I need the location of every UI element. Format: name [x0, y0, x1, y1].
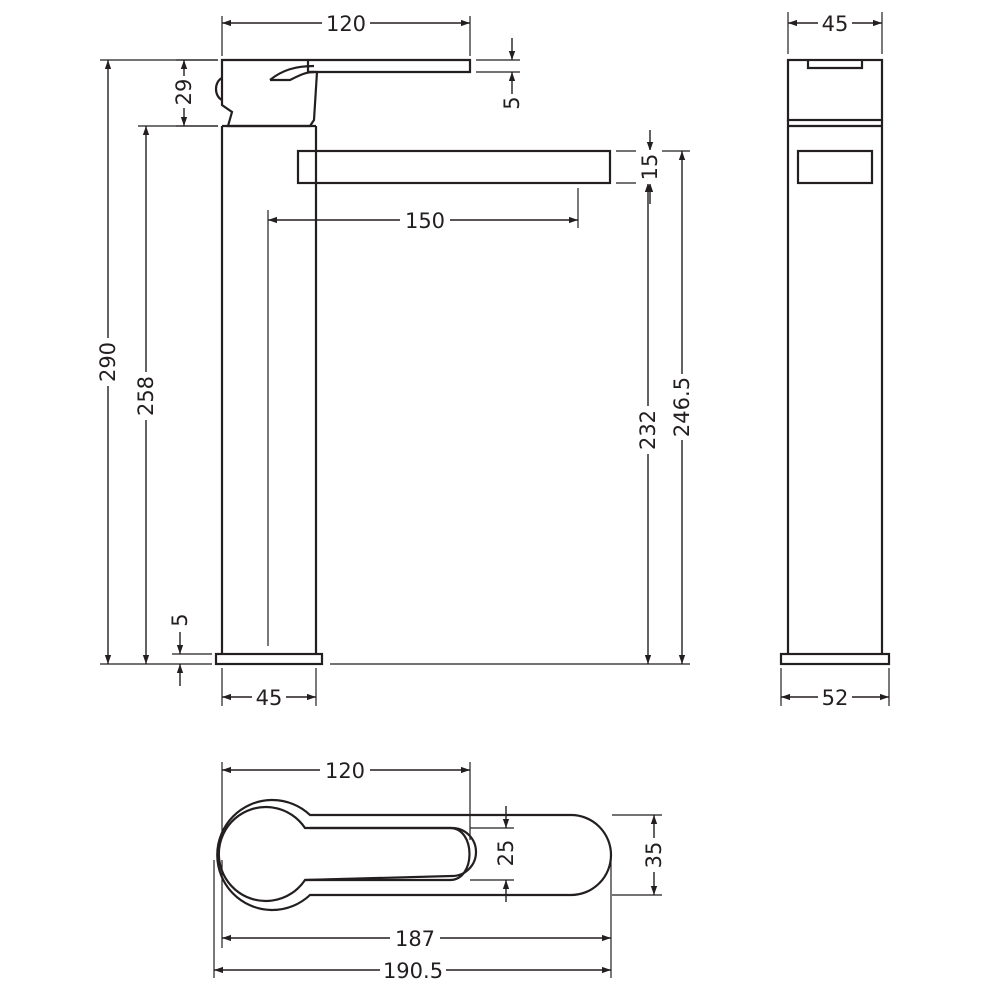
dim-label-top-overall-length: 187 [395, 927, 435, 951]
dim-label-front-spout-reach: 150 [405, 209, 445, 233]
top-lever [305, 826, 471, 882]
dim-label-front-total-height: 290 [96, 342, 120, 382]
dim-label-side-base-width: 52 [822, 686, 849, 710]
front-cartridge-detail [214, 77, 223, 101]
dim-label-front-lever-thickness: 5 [500, 96, 524, 109]
top-outline [216, 798, 613, 912]
side-base-plate [779, 652, 891, 666]
front-view [214, 58, 612, 666]
front-dimensions [100, 16, 690, 706]
dim-label-front-spout-top-height: 246.5 [670, 377, 694, 437]
side-handle-slot [806, 60, 864, 70]
dim-label-front-body-width: 45 [256, 686, 283, 710]
top-view [216, 798, 613, 912]
top-handle-disc [217, 805, 478, 903]
side-handle [786, 58, 884, 122]
dim-label-side-handle-width: 45 [822, 12, 849, 36]
dim-label-top-lever-width: 25 [494, 840, 518, 867]
dim-label-front-handle-height: 29 [172, 79, 196, 106]
dim-label-top-total-length: 190.5 [383, 959, 443, 983]
dim-label-front-spout-thickness: 15 [638, 154, 662, 181]
dim-label-top-spout-width: 35 [642, 842, 666, 869]
side-spout-outlet [796, 149, 874, 185]
dim-label-front-body-height: 258 [134, 376, 158, 416]
side-view [779, 58, 891, 666]
side-dimensions [780, 12, 890, 706]
front-body [220, 126, 318, 654]
front-base-plate [214, 652, 324, 666]
dim-label-top-handle-length: 120 [325, 759, 365, 783]
dim-label-front-base-plate-height: 5 [168, 613, 192, 626]
front-handle-curve-inner [270, 70, 315, 82]
dimension-labels: 120 45 150 45 52 120 187 190.5 29 5 290 … [95, 10, 852, 983]
dim-label-front-spout-clearance: 232 [636, 410, 660, 450]
front-handle-outline [220, 58, 319, 128]
front-handle-lever [308, 58, 472, 74]
front-handle-curve [269, 64, 315, 81]
dim-label-front-handle-length: 120 [326, 12, 366, 36]
front-spout [296, 149, 612, 185]
